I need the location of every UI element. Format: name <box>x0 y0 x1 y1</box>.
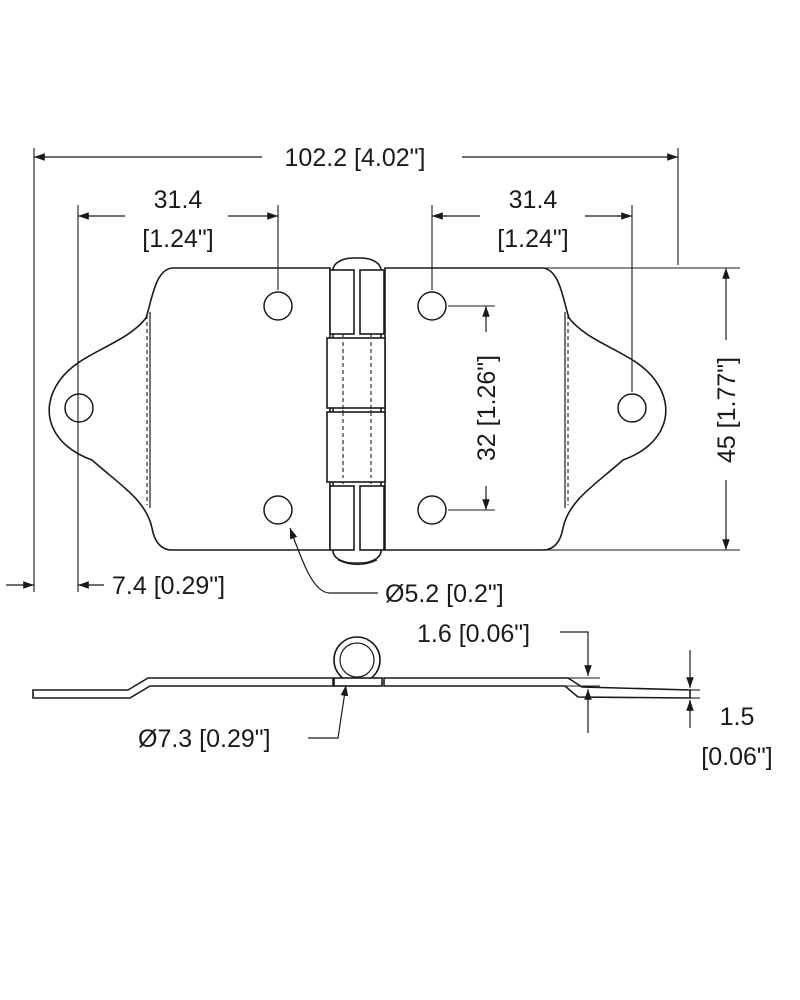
right-spacing-mm-label: 31.4 <box>509 186 558 214</box>
height-label: 45 [1.77"] <box>713 357 741 463</box>
left-spacing-in-label: [1.24"] <box>142 225 213 253</box>
dimension-lines <box>6 148 740 594</box>
left-spacing-mm-label: 31.4 <box>154 186 203 214</box>
left-leaf-outline <box>48 267 331 551</box>
hole-right-ear <box>617 393 647 423</box>
offset-in-label: [0.06"] <box>701 743 772 771</box>
right-leaf-outline <box>384 267 667 551</box>
hole-spacing-label: 32 [1.26"] <box>473 355 501 461</box>
hinge-top-view <box>48 257 667 566</box>
hinge-side-view <box>32 636 691 699</box>
side-left-leaf <box>32 677 334 699</box>
hole-left-ear <box>64 393 94 423</box>
hinge-knuckle <box>326 257 386 566</box>
hole-left-bottom <box>263 495 293 525</box>
side-dimension-lines <box>308 631 700 739</box>
hole-left-top <box>263 291 293 321</box>
overall-width-label: 102.2 [4.02"] <box>285 144 426 172</box>
leaf-thickness-label: 1.6 [0.06"] <box>417 620 530 648</box>
side-knuckle-outer <box>333 636 381 684</box>
hole-right-top <box>417 291 447 321</box>
right-spacing-in-label: [1.24"] <box>497 225 568 253</box>
edge-offset-label: 7.4 [0.29"] <box>112 572 225 600</box>
knuckle-diameter-label: Ø7.3 [0.29"] <box>138 725 271 753</box>
hole-diameter-label: Ø5.2 [0.2"] <box>385 580 504 608</box>
side-knuckle-inner <box>339 642 375 678</box>
hole-right-bottom <box>417 495 447 525</box>
offset-mm-label: 1.5 <box>720 703 755 731</box>
side-right-leaf <box>383 677 691 699</box>
